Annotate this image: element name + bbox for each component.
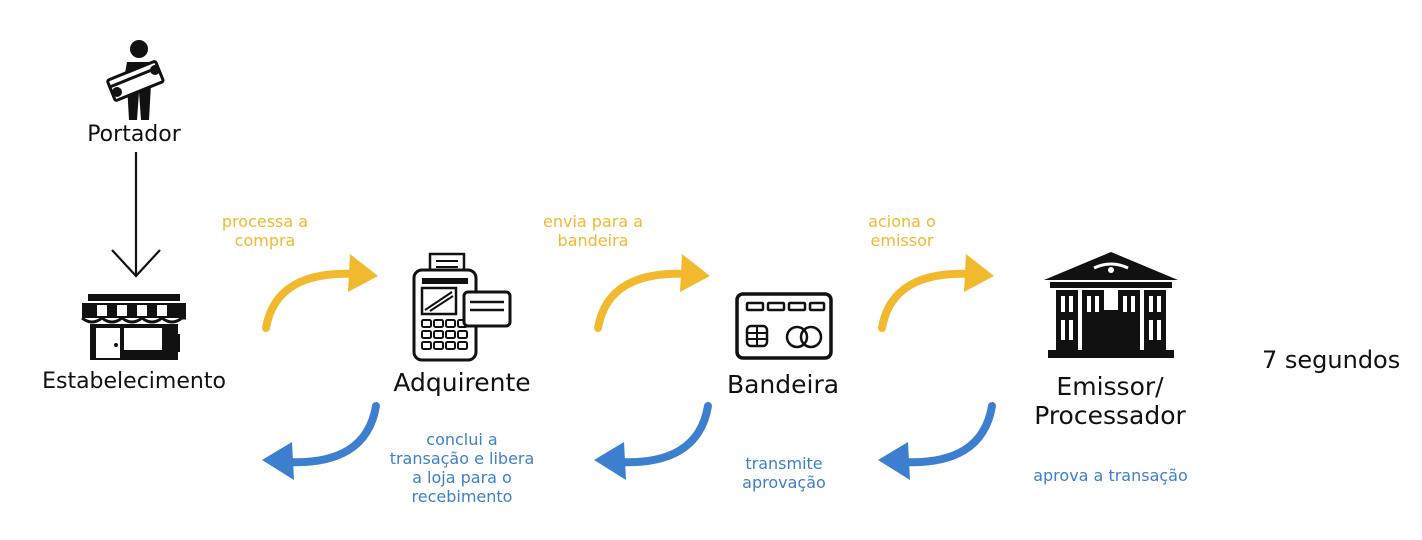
forward-arrow-2 <box>594 254 710 332</box>
storefront-icon <box>81 294 186 360</box>
forward-arrow-1 <box>262 254 378 332</box>
person-holding-card-icon <box>106 40 165 120</box>
forward-step-1-label: processa a compra <box>221 212 309 250</box>
return-step-3-label: aprova a transação <box>1033 466 1188 485</box>
estabelecimento-label: Estabelecimento <box>42 369 226 394</box>
card-terminal-icon <box>412 252 512 362</box>
credit-card-icon <box>735 292 833 360</box>
forward-step-3-label: aciona o emissor <box>868 212 936 250</box>
timing-label: 7 segundos <box>1262 346 1401 374</box>
portador-down-arrow <box>111 152 161 278</box>
portador-label: Portador <box>87 122 181 147</box>
forward-arrow-3 <box>878 254 994 332</box>
return-arrow-3 <box>878 402 996 480</box>
return-arrow-1 <box>262 402 380 480</box>
bank-building-icon <box>1044 252 1178 358</box>
forward-step-2-label: envia para a bandeira <box>542 212 644 250</box>
bandeira-label: Bandeira <box>726 370 840 399</box>
return-step-1-label: conclui a transação e libera a loja para… <box>389 430 535 506</box>
return-step-2-label: transmite aprovação <box>742 454 826 492</box>
return-arrow-2 <box>594 402 712 480</box>
emissor-label: Emissor/ Processador <box>1034 372 1186 430</box>
adquirente-label: Adquirente <box>393 368 531 397</box>
